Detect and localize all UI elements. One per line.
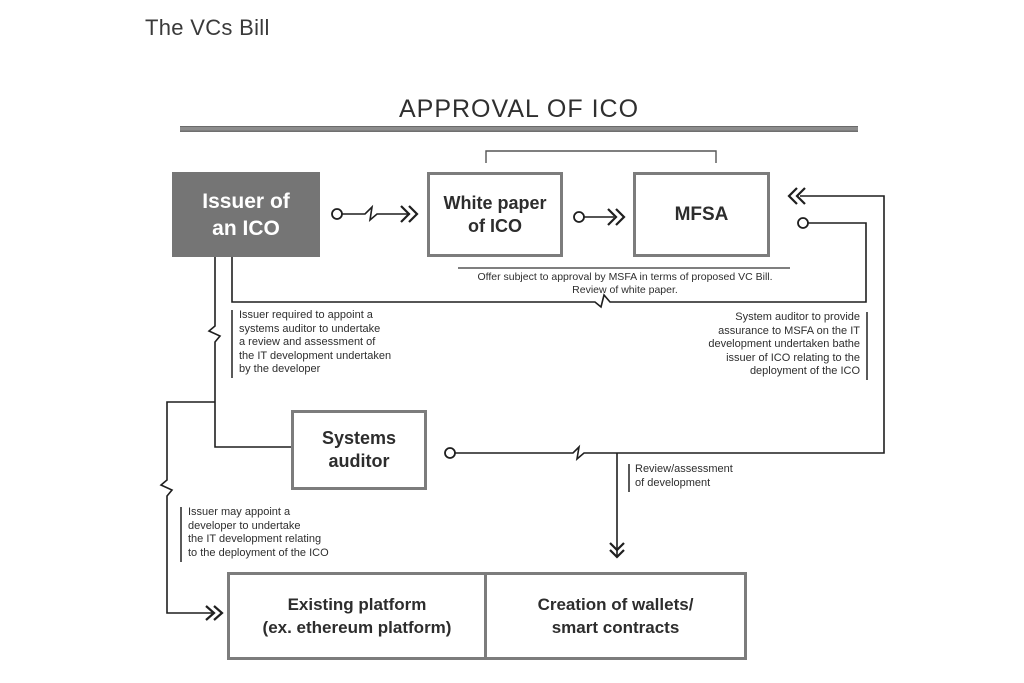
- connector-end-circle: [797, 217, 809, 229]
- right-arrowhead-icon: [205, 605, 224, 621]
- issuer-box: Issuer of an ICO: [172, 172, 320, 257]
- white-paper-box-label-line2: of ICO: [468, 215, 522, 236]
- existing-platform-box-label-line2: (ex. ethereum platform): [262, 618, 452, 637]
- page-title: The VCs Bill: [145, 15, 270, 40]
- connector-line: [342, 204, 410, 223]
- annotation-issuer-developer: Issuer may appoint a developer to undert…: [188, 506, 329, 560]
- down-arrowhead-icon: [609, 542, 625, 559]
- white-paper-box-label-line1: White paper: [443, 192, 547, 213]
- mfsa-box-label: MFSA: [674, 203, 729, 225]
- existing-platform-box: Existing platform (ex. ethereum platform…: [227, 572, 487, 660]
- systems-auditor-box-label-line1: Systems: [321, 428, 397, 448]
- offer-caption-line2: Review of white paper.: [572, 284, 678, 296]
- connector-start-circle: [444, 447, 456, 459]
- annotation-line: developer to undertake: [188, 519, 301, 532]
- issuer-box-label-line1: Issuer of: [202, 189, 290, 213]
- offer-caption: Offer subject to approval by MSFA in ter…: [430, 271, 820, 297]
- annotation-line: systems auditor to undertake: [239, 322, 381, 335]
- annotation-bar: [180, 507, 182, 562]
- annotation-line: deployment of the ICO: [749, 365, 860, 377]
- wallets-box-label-line1: Creation of wallets/: [537, 595, 694, 614]
- annotation-line: development undertaken bathe: [708, 338, 860, 350]
- connector-start-circle: [573, 211, 585, 223]
- annotation-line: of development: [635, 476, 711, 489]
- offer-caption-line1: Offer subject to approval by MSFA in ter…: [477, 271, 773, 283]
- annotation-line: Issuer may appoint a: [188, 506, 291, 518]
- issuer-to-whitepaper-arrow: [331, 204, 419, 223]
- annotation-bar: [866, 312, 868, 380]
- annotation-line: System auditor to provide: [735, 311, 860, 323]
- approval-heading: APPROVAL OF ICO: [398, 95, 640, 123]
- annotation-line: by the developer: [239, 363, 321, 375]
- annotation-line: issuer of ICO relating to the: [726, 351, 860, 364]
- annotation-line: Issuer required to appoint a: [239, 309, 373, 321]
- annotation-line: Review/assessment: [635, 463, 733, 475]
- annotation-line: the IT development undertaken: [239, 349, 392, 362]
- existing-platform-box-label-line1: Existing platform: [287, 595, 427, 614]
- whitepaper-to-mfsa-arrow: [573, 208, 626, 226]
- heading-underline: [180, 126, 858, 132]
- annotation-line: a review and assessment of: [239, 336, 376, 348]
- wallets-box-label-line2: smart contracts: [551, 618, 680, 637]
- annotation-review-assessment: Review/assessment of development: [635, 463, 733, 490]
- annotation-bar: [231, 310, 233, 378]
- annotation-issuer-auditor: Issuer required to appoint a systems aud…: [239, 309, 391, 377]
- mfsa-box: MFSA: [633, 172, 770, 257]
- right-arrowhead-icon: [607, 208, 626, 226]
- white-paper-box: White paper of ICO: [427, 172, 563, 257]
- systems-auditor-box-label-line2: auditor: [328, 451, 390, 471]
- right-arrowhead-icon: [400, 205, 419, 223]
- systems-auditor-box: Systems auditor: [291, 410, 427, 490]
- issuer-box-label-line2: an ICO: [212, 216, 280, 240]
- development-down-arrow: [609, 453, 625, 559]
- wallets-box: Creation of wallets/ smart contracts: [484, 572, 747, 660]
- left-arrowhead-icon: [787, 187, 806, 205]
- annotation-line: assurance to MSFA on the IT: [718, 324, 860, 337]
- annotation-line: the IT development relating: [188, 533, 322, 545]
- annotation-bar: [628, 464, 630, 492]
- top-bracket: [485, 150, 717, 163]
- connector-start-circle: [331, 208, 343, 220]
- annotation-auditor-assurance: System auditor to provide assurance to M…: [688, 311, 860, 379]
- annotation-line: to the deployment of the ICO: [188, 546, 329, 559]
